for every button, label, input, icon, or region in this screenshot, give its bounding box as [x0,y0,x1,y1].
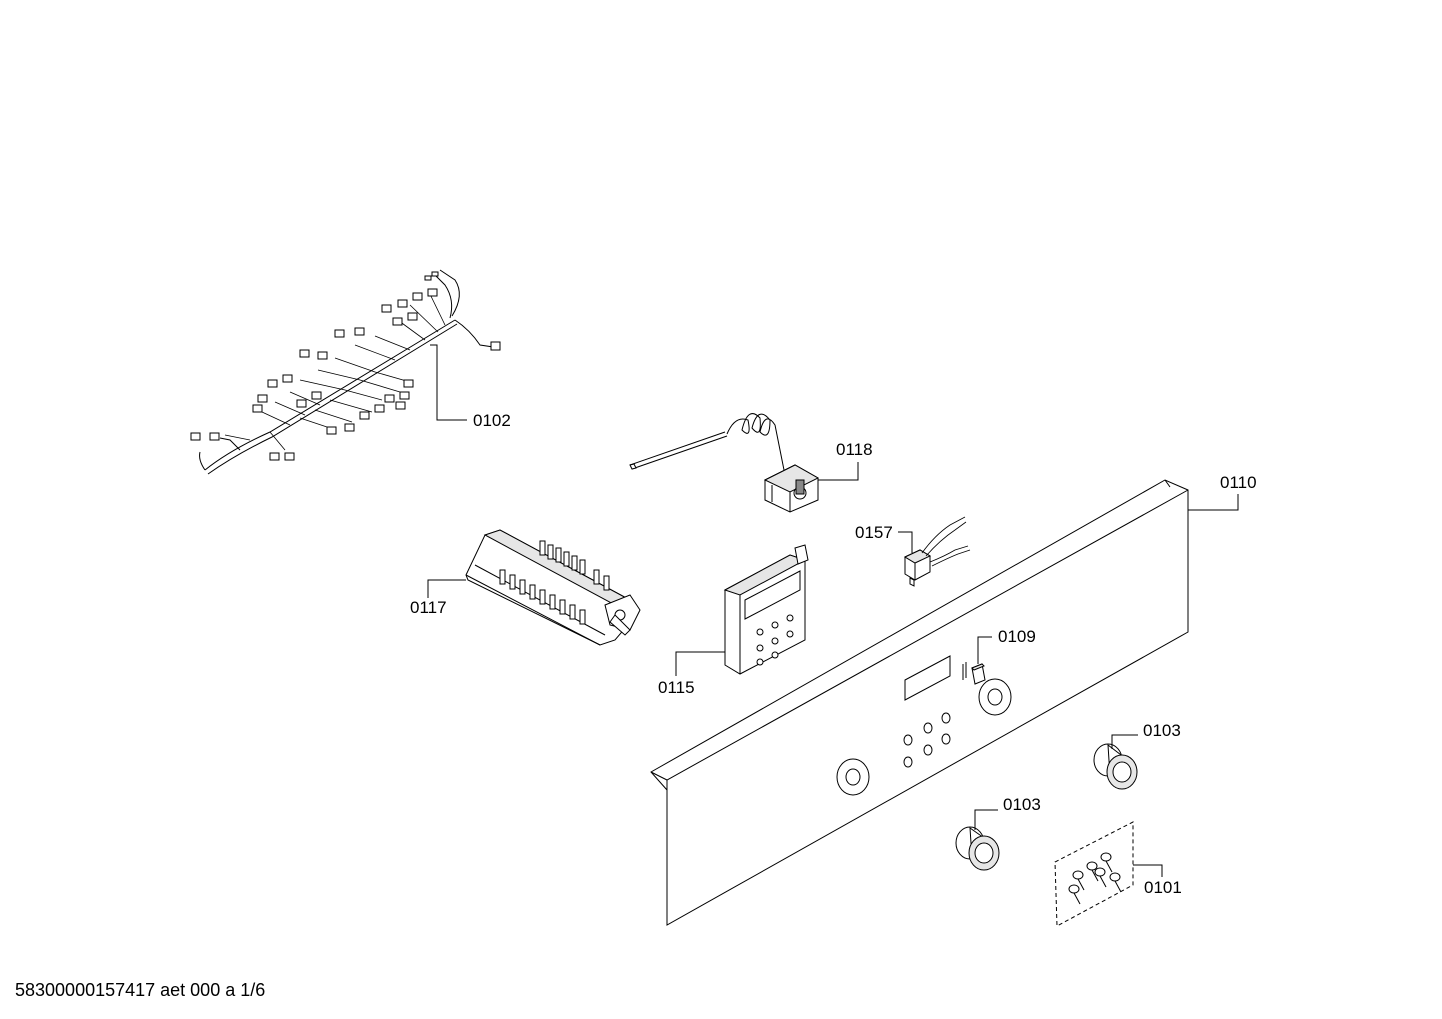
knob-0103-left [955,809,1000,871]
indicator-0109 [962,636,992,685]
knob-0103-right [1093,734,1138,790]
control-panel-0110 [650,479,1239,926]
thermostat-0118 [629,413,859,513]
drawing-reference-footer: 58300000157417 aet 000 a 1/6 [15,980,266,1000]
label-0115: 0115 [658,678,695,697]
electronics-module-0115 [675,544,809,676]
switch-0157 [898,516,971,587]
label-0117: 0117 [410,598,447,617]
label-0110: 0110 [1220,473,1257,492]
label-0118: 0118 [836,440,873,459]
selector-switch-0117 [427,529,641,646]
label-0103-left: 0103 [1003,795,1041,814]
label-0103-right: 0103 [1143,721,1181,740]
screws-0101 [1054,821,1163,927]
label-0157: 0157 [855,523,893,542]
label-0101: 0101 [1144,878,1182,897]
label-0109: 0109 [998,627,1036,646]
label-0102: 0102 [473,411,511,430]
wiring-harness-0102 [190,269,501,475]
